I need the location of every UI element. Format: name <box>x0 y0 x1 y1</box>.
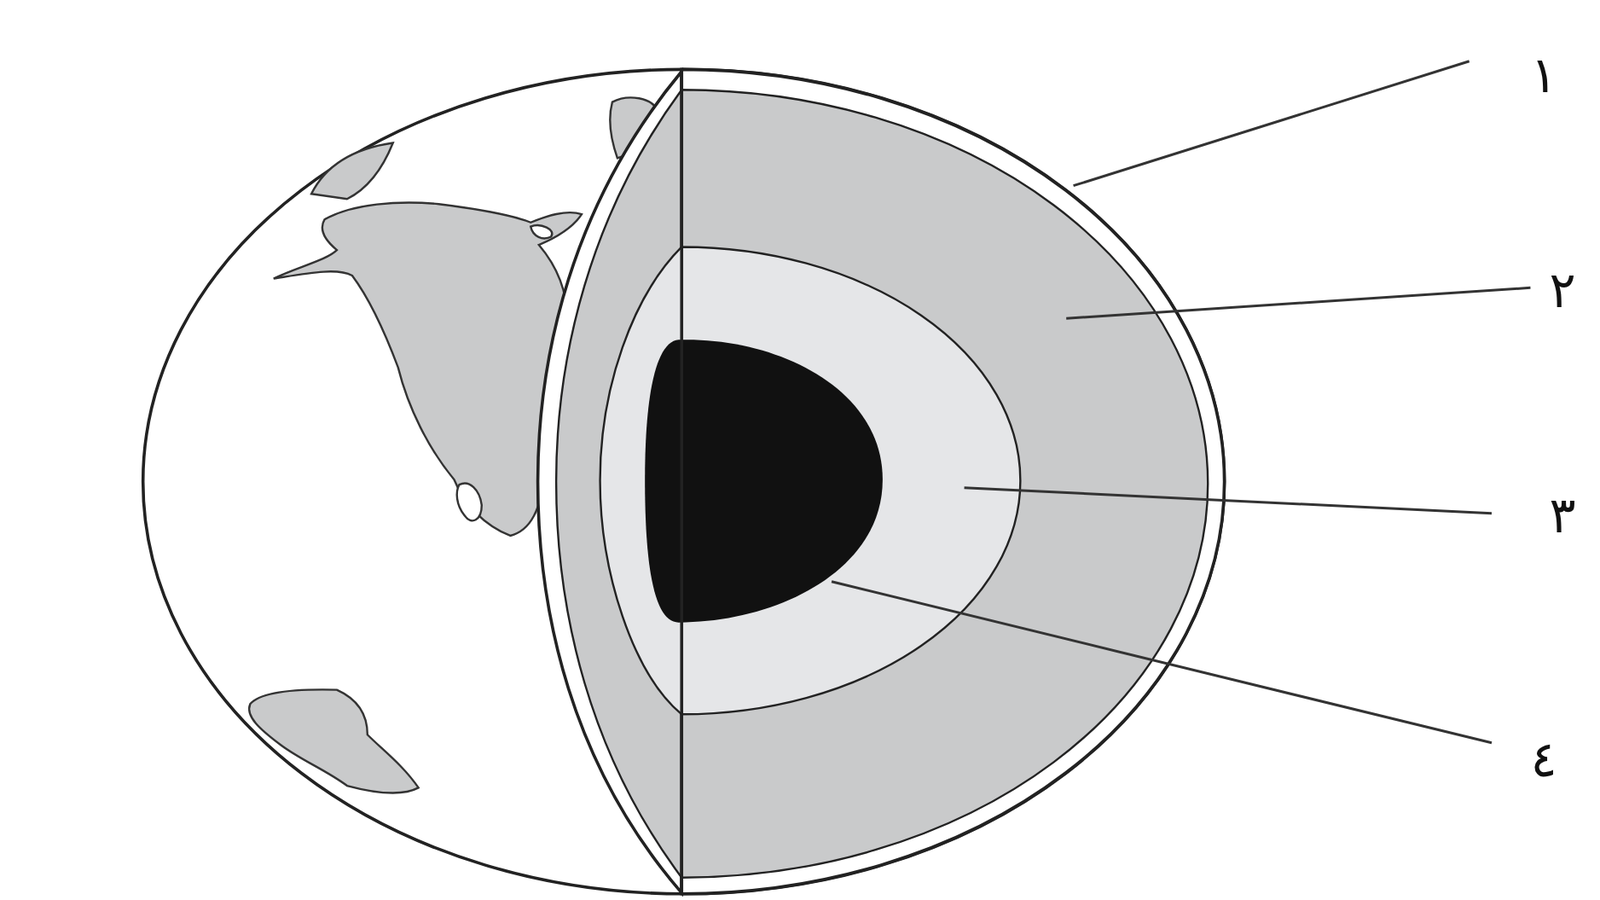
globe-outline <box>143 69 1225 893</box>
cut-line <box>679 69 684 893</box>
callout-number: ١ <box>1530 50 1557 100</box>
leader-lines <box>831 61 1531 743</box>
callout-number: ٢ <box>1548 265 1576 315</box>
outer-core <box>600 246 1021 714</box>
callout-number: ٤ <box>1530 734 1557 784</box>
callout-number: ٣ <box>1548 490 1576 540</box>
